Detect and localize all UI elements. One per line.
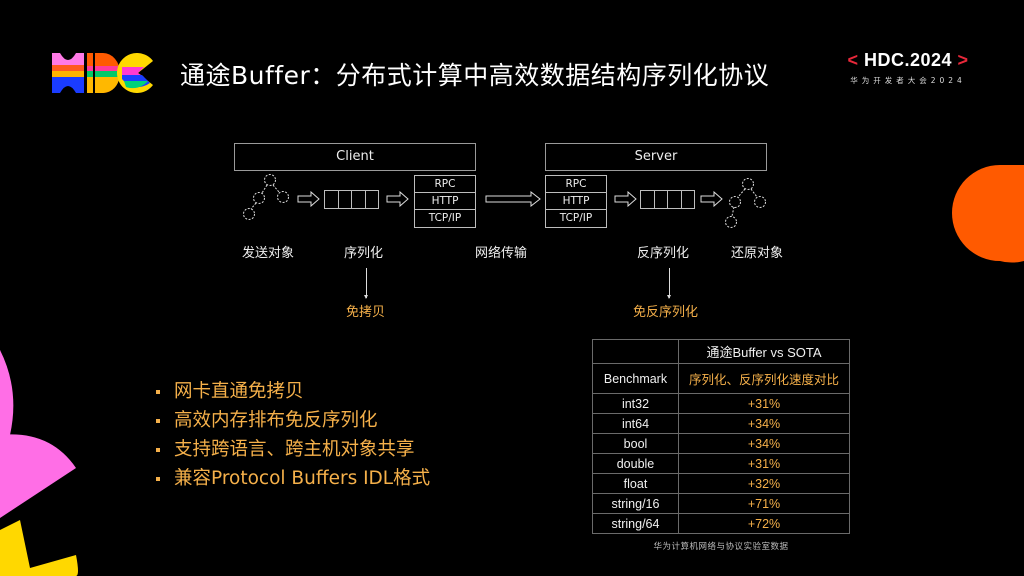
value-cell: +34% — [678, 413, 850, 434]
server-header: Server — [545, 143, 767, 171]
column-header-speed: 序列化、反序列化速度对比 — [678, 363, 850, 394]
table-row: string/16+71% — [592, 493, 850, 514]
benchmark-table: 通途Buffer vs SOTA Benchmark 序列化、反序列化速度对比 … — [592, 339, 850, 534]
protocol-rpc: RPC — [415, 176, 475, 193]
object-tree-icon — [725, 178, 766, 228]
benchmark-cell: int64 — [592, 413, 679, 434]
benchmark-cell: string/64 — [592, 513, 679, 534]
value-cell: +31% — [678, 393, 850, 414]
feature-item: 网卡直通免拷贝 — [154, 377, 430, 406]
value-cell: +31% — [678, 453, 850, 474]
hollow-arrow-icon — [386, 191, 409, 207]
stage-send-object: 发送对象 — [242, 246, 295, 261]
feature-item: 兼容Protocol Buffers IDL格式 — [154, 464, 430, 493]
server-protocol-stack: RPC HTTP TCP/IP — [545, 175, 607, 228]
feature-item: 高效内存排布免反序列化 — [154, 406, 430, 435]
value-cell: +72% — [678, 513, 850, 534]
benchmark-cell: double — [592, 453, 679, 474]
client-protocol-stack: RPC HTTP TCP/IP — [414, 175, 476, 228]
benchmark-cell: int32 — [592, 393, 679, 414]
table-row: bool+34% — [592, 433, 850, 454]
benchmark-cell: float — [592, 473, 679, 494]
feature-item: 支持跨语言、跨主机对象共享 — [154, 435, 430, 464]
table-row: double+31% — [592, 453, 850, 474]
decorative-pink-yellow-shape — [0, 350, 78, 576]
network-arrow-icon — [485, 191, 541, 207]
page-title: 通途Buffer：分布式计算中高效数据结构序列化协议 — [180, 61, 770, 90]
table-row: string/64+72% — [592, 513, 850, 534]
stage-deserialize: 反序列化 — [637, 246, 690, 261]
table-row: int64+34% — [592, 413, 850, 434]
serialized-buffer — [324, 190, 379, 209]
badge-subtitle: 华为开发者大会2024 — [850, 76, 966, 85]
decorative-orange-shape — [952, 165, 1024, 263]
hollow-arrow-icon — [297, 191, 320, 207]
value-cell: +34% — [678, 433, 850, 454]
received-buffer — [640, 190, 695, 209]
data-source-note: 华为计算机网络与协议实验室数据 — [653, 542, 789, 552]
object-tree-icon — [243, 174, 289, 220]
stage-restore-object: 还原对象 — [731, 246, 784, 261]
feature-list: 网卡直通免拷贝 高效内存排布免反序列化 支持跨语言、跨主机对象共享 兼容Prot… — [154, 377, 430, 493]
protocol-http: HTTP — [415, 193, 475, 210]
protocol-tcpip: TCP/IP — [559, 212, 593, 224]
benchmark-cell: string/16 — [592, 493, 679, 514]
table-corner-cell — [592, 339, 679, 364]
protocol-http: HTTP — [546, 193, 606, 210]
client-header: Client — [234, 143, 476, 171]
down-arrow-icon — [364, 268, 368, 299]
badge-right-bracket: > — [957, 50, 969, 70]
hollow-arrow-icon — [700, 191, 723, 207]
note-zero-copy: 免拷贝 — [346, 305, 386, 320]
value-cell: +32% — [678, 473, 850, 494]
protocol-tcpip: TCP/IP — [428, 212, 462, 224]
hdc-2024-badge: < HDC.2024 > 华为开发者大会2024 — [838, 48, 978, 92]
stage-network: 网络传输 — [475, 246, 528, 261]
badge-text: HDC.2024 — [863, 50, 953, 70]
benchmark-cell: bool — [592, 433, 679, 454]
down-arrow-icon — [667, 268, 671, 299]
table-row: int32+31% — [592, 393, 850, 414]
stage-serialize: 序列化 — [344, 246, 384, 261]
table-title: 通途Buffer vs SOTA — [678, 339, 850, 364]
badge-left-bracket: < — [847, 50, 859, 70]
protocol-rpc: RPC — [546, 176, 606, 193]
column-header-benchmark: Benchmark — [592, 363, 679, 394]
hollow-arrow-icon — [614, 191, 637, 207]
table-row: float+32% — [592, 473, 850, 494]
hdc-logo — [52, 53, 153, 93]
note-no-deserialize: 免反序列化 — [633, 305, 699, 320]
value-cell: +71% — [678, 493, 850, 514]
